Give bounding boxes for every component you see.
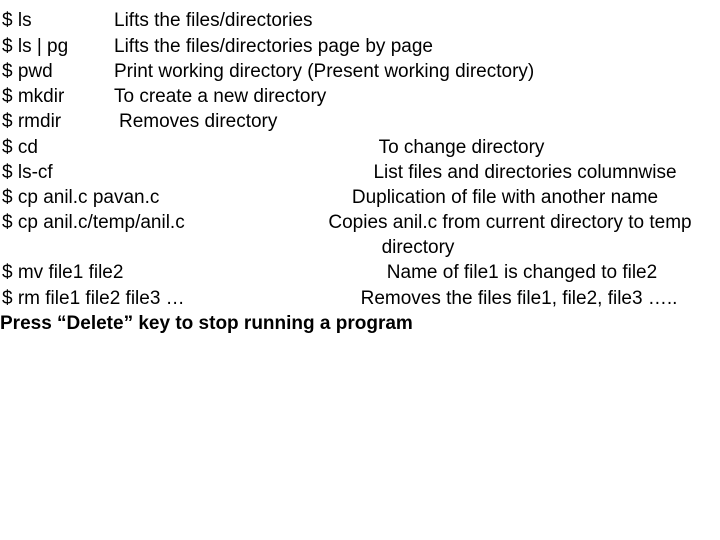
description-rmdir: Removes directory (119, 111, 278, 132)
command-cp-temp: $ cp anil.c/temp/anil.c (2, 212, 185, 233)
description-ls-cf: List files and directories columnwise (373, 162, 677, 183)
command-mv: $ mv file1 file2 (2, 262, 124, 283)
delete-key-note: Press “Delete” key to stop running a pro… (0, 313, 413, 334)
description-mkdir: To create a new directory (114, 86, 327, 107)
description-ls: Lifts the files/directories (114, 10, 313, 31)
command-ls: $ ls (2, 10, 32, 31)
command-cp-pavan: $ cp anil.c pavan.c (2, 187, 160, 208)
description-mv: Name of file1 is changed to file2 (386, 262, 658, 283)
command-ls-pg: $ ls | pg (2, 36, 69, 57)
command-rmdir: $ rmdir (2, 111, 62, 132)
description-rm: Removes the files file1, file2, file3 ….… (360, 288, 678, 309)
description-pwd: Print working directory (Present working… (114, 61, 535, 82)
description-cd: To change directory (378, 137, 545, 158)
command-rm: $ rm file1 file2 file3 … (2, 288, 185, 309)
command-pwd: $ pwd (2, 61, 53, 82)
command-mkdir: $ mkdir (2, 86, 65, 107)
command-ls-cf: $ ls-cf (2, 162, 53, 183)
description-cp-pavan: Duplication of file with another name (351, 187, 659, 208)
description-cp-temp: Copies anil.c from current directory to … (328, 212, 692, 233)
description-cp-temp-continued: directory (381, 237, 455, 258)
description-ls-pg: Lifts the files/directories page by page (114, 36, 433, 57)
command-cd: $ cd (2, 137, 38, 158)
